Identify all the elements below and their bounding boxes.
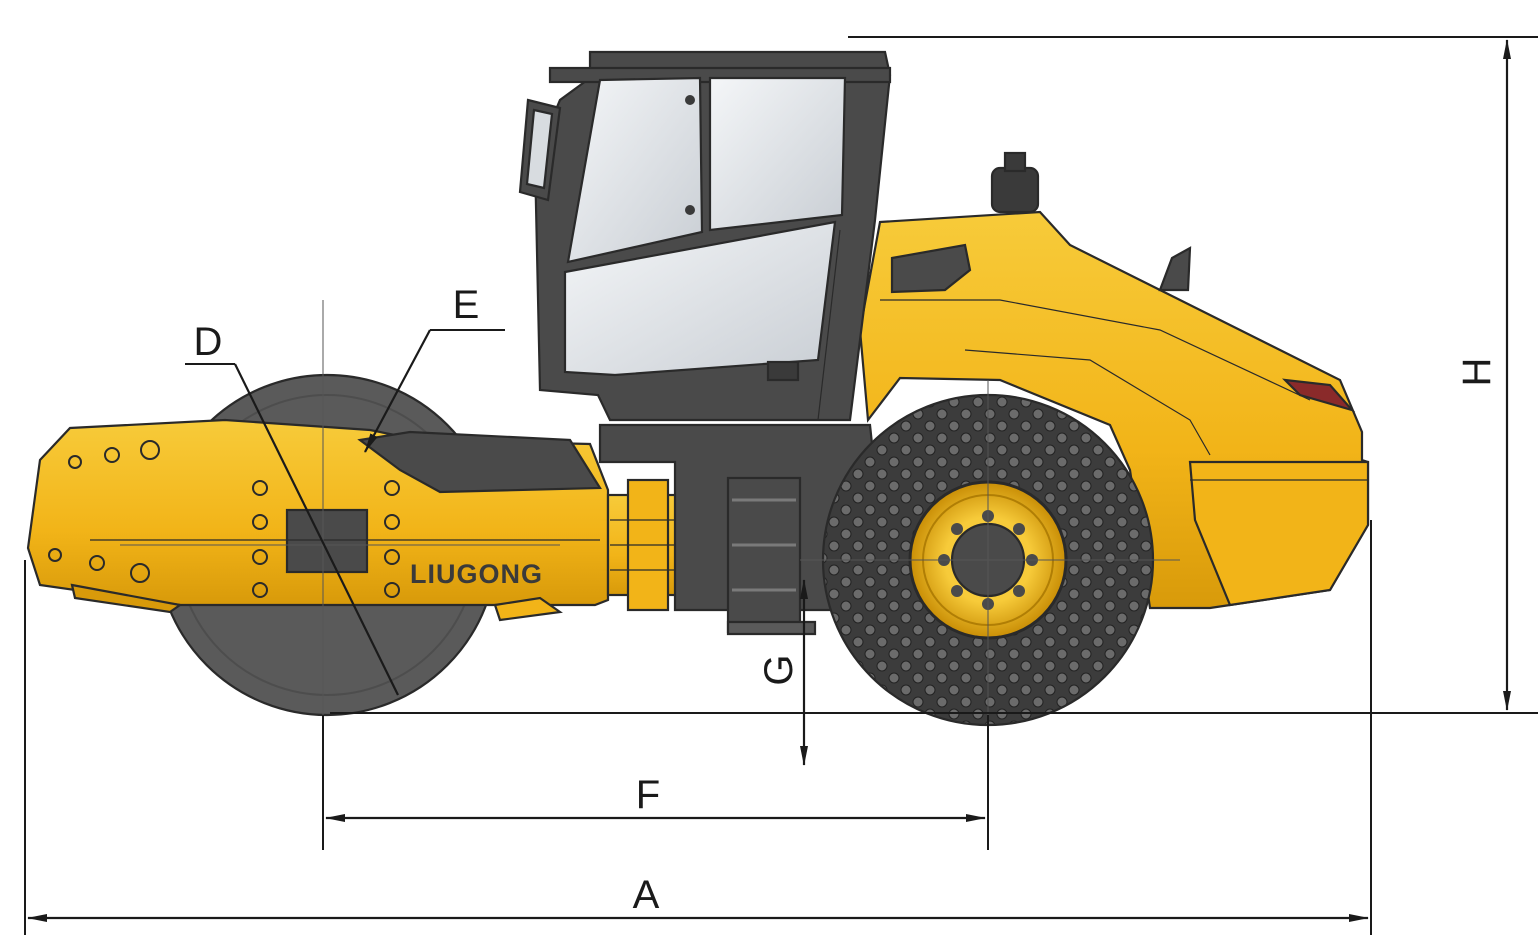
wheel-nuts — [938, 510, 1038, 610]
dimension-f: F — [322, 715, 989, 850]
operator-cab — [518, 50, 892, 422]
engine-hood — [858, 151, 1370, 610]
dimension-h: H — [848, 36, 1538, 714]
rear-chassis — [598, 423, 882, 636]
front-frame — [26, 418, 610, 622]
beacon-light — [990, 151, 1040, 214]
dimension-label-f: F — [636, 773, 660, 817]
dimension-a: A — [24, 520, 1372, 935]
brand-logo: LIUGONG — [410, 559, 543, 589]
road-roller: LIUGONG — [26, 50, 1370, 727]
dimension-e: E — [364, 283, 505, 453]
dimension-label-e: E — [453, 283, 480, 327]
dimension-d: D — [185, 320, 399, 696]
dimension-label-d: D — [194, 320, 223, 364]
articulation-joint — [606, 478, 680, 612]
dimension-label-a: A — [633, 873, 660, 917]
dimension-label-g: G — [757, 654, 801, 685]
dimension-label-h: H — [1455, 358, 1499, 387]
frame-bolts — [48, 440, 400, 598]
center-lines — [120, 300, 1180, 720]
access-steps — [726, 476, 817, 636]
dimension-g: G — [757, 579, 808, 766]
